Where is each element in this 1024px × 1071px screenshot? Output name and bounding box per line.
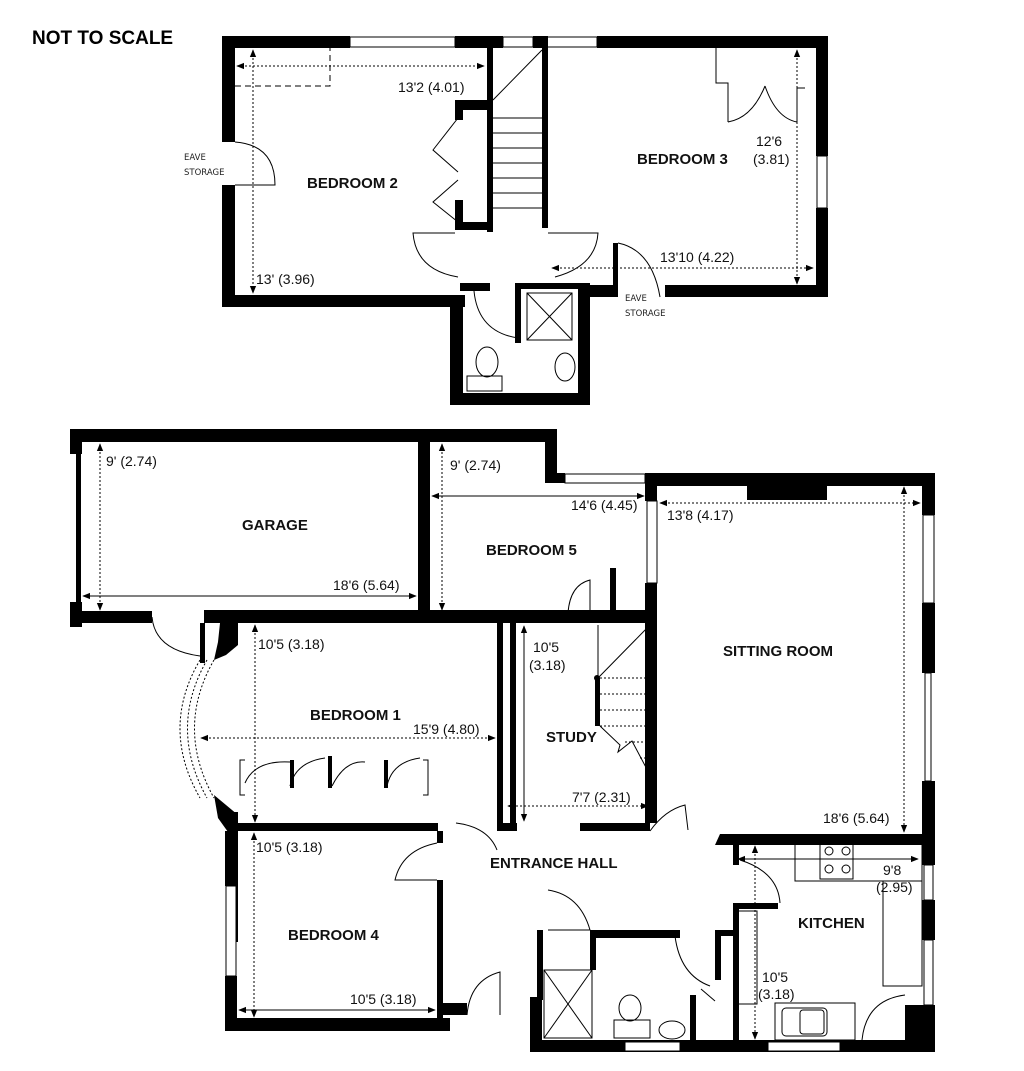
dim-kitchen-width-m: (2.95)	[876, 879, 913, 895]
dim-sitting-room-length: 18'6 (5.64)	[823, 810, 890, 826]
eave-storage-label-2a: EAVE	[625, 294, 647, 304]
dim-study-length-ft: 10'5	[533, 639, 559, 655]
dim-bedroom-5-length: 14'6 (4.45)	[571, 497, 638, 513]
not-to-scale-label: NOT TO SCALE	[32, 28, 173, 49]
dim-bedroom-1-width: 10'5 (3.18)	[258, 636, 325, 652]
eave-storage-label-1b: STORAGE	[184, 168, 224, 178]
dim-bedroom-3-width: 13'10 (4.22)	[660, 249, 734, 265]
dim-bedroom-3-length-ft: 12'6	[756, 133, 782, 149]
dim-kitchen-width-ft: 9'8	[883, 862, 901, 878]
dim-garage-width: 9' (2.74)	[106, 453, 157, 469]
upper-floor	[222, 36, 828, 405]
dim-bedroom-3-length-m: (3.81)	[753, 151, 790, 167]
dim-bedroom-2-width: 13'2 (4.01)	[398, 79, 465, 95]
dim-kitchen-length-ft: 10'5	[762, 969, 788, 985]
dim-study-width: 7'7 (2.31)	[572, 789, 631, 805]
dim-bedroom-1-length: 15'9 (4.80)	[413, 721, 480, 737]
room-label-garage: GARAGE	[242, 517, 308, 534]
dim-sitting-room-width: 13'8 (4.17)	[667, 507, 734, 523]
eave-storage-label-2b: STORAGE	[625, 309, 665, 319]
dim-bedroom-4-width: 10'5 (3.18)	[350, 991, 417, 1007]
room-label-bedroom-3: BEDROOM 3	[637, 151, 728, 168]
ground-floor	[70, 429, 935, 1052]
dim-garage-length: 18'6 (5.64)	[333, 577, 400, 593]
room-label-bedroom-4: BEDROOM 4	[288, 927, 380, 944]
room-label-sitting-room: SITTING ROOM	[723, 643, 833, 660]
room-label-entrance-hall: ENTRANCE HALL	[490, 855, 618, 872]
room-label-study: STUDY	[546, 729, 597, 746]
dim-kitchen-length-m: (3.18)	[758, 986, 795, 1002]
dim-bedroom-4-length: 10'5 (3.18)	[256, 839, 323, 855]
room-label-kitchen: KITCHEN	[798, 915, 865, 932]
dim-bedroom-2-length: 13' (3.96)	[256, 271, 315, 287]
room-label-bedroom-1: BEDROOM 1	[310, 707, 401, 724]
dim-study-length-m: (3.18)	[529, 657, 566, 673]
room-label-bedroom-2: BEDROOM 2	[307, 175, 398, 192]
dim-bedroom-5-width: 9' (2.74)	[450, 457, 501, 473]
room-label-bedroom-5: BEDROOM 5	[486, 542, 577, 559]
eave-storage-label-1a: EAVE	[184, 153, 206, 163]
